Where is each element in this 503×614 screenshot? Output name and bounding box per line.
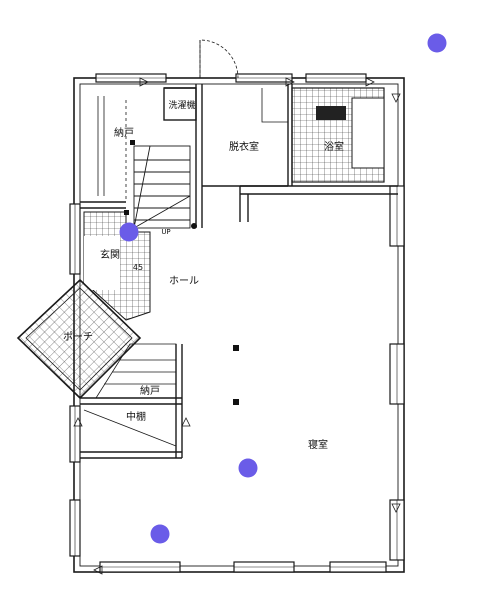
marker-layer [119, 33, 447, 544]
storage-shelves [97, 96, 127, 200]
marker-bedroom[interactable] [238, 458, 258, 478]
label-entrance-sub: 45 [133, 263, 143, 272]
door-swings [199, 39, 288, 123]
label-hall: ホール [169, 275, 199, 287]
label-entrance: 玄関 [100, 248, 120, 261]
label-laundry: 洗濯機 [168, 99, 195, 111]
window-glass-lines [74, 77, 398, 568]
label-storage-lower: 納戸 [140, 384, 160, 397]
marker-bottom-left[interactable] [150, 524, 170, 544]
stairs [133, 145, 191, 229]
label-mezzanine: 中棚 [126, 410, 146, 423]
posts [124, 140, 239, 405]
porch [16, 278, 142, 400]
wall-indicators [73, 77, 401, 575]
label-bedroom: 寝室 [308, 438, 328, 451]
lower-storage-stairs [83, 343, 177, 447]
label-stair-up: UP [161, 228, 170, 236]
label-dressing: 脱衣室 [229, 140, 259, 153]
marker-top-right[interactable] [427, 33, 447, 53]
marker-entrance[interactable] [119, 222, 139, 242]
label-bath: 浴室 [324, 140, 344, 153]
room-labels: 洗濯機 納戸 脱衣室 浴室 玄関 45 ホール ポーチ 納戸 中棚 寝室 UP [63, 99, 344, 451]
label-storage-upper: 納戸 [114, 126, 134, 139]
label-porch: ポーチ [63, 331, 93, 343]
bath-room [291, 87, 385, 183]
